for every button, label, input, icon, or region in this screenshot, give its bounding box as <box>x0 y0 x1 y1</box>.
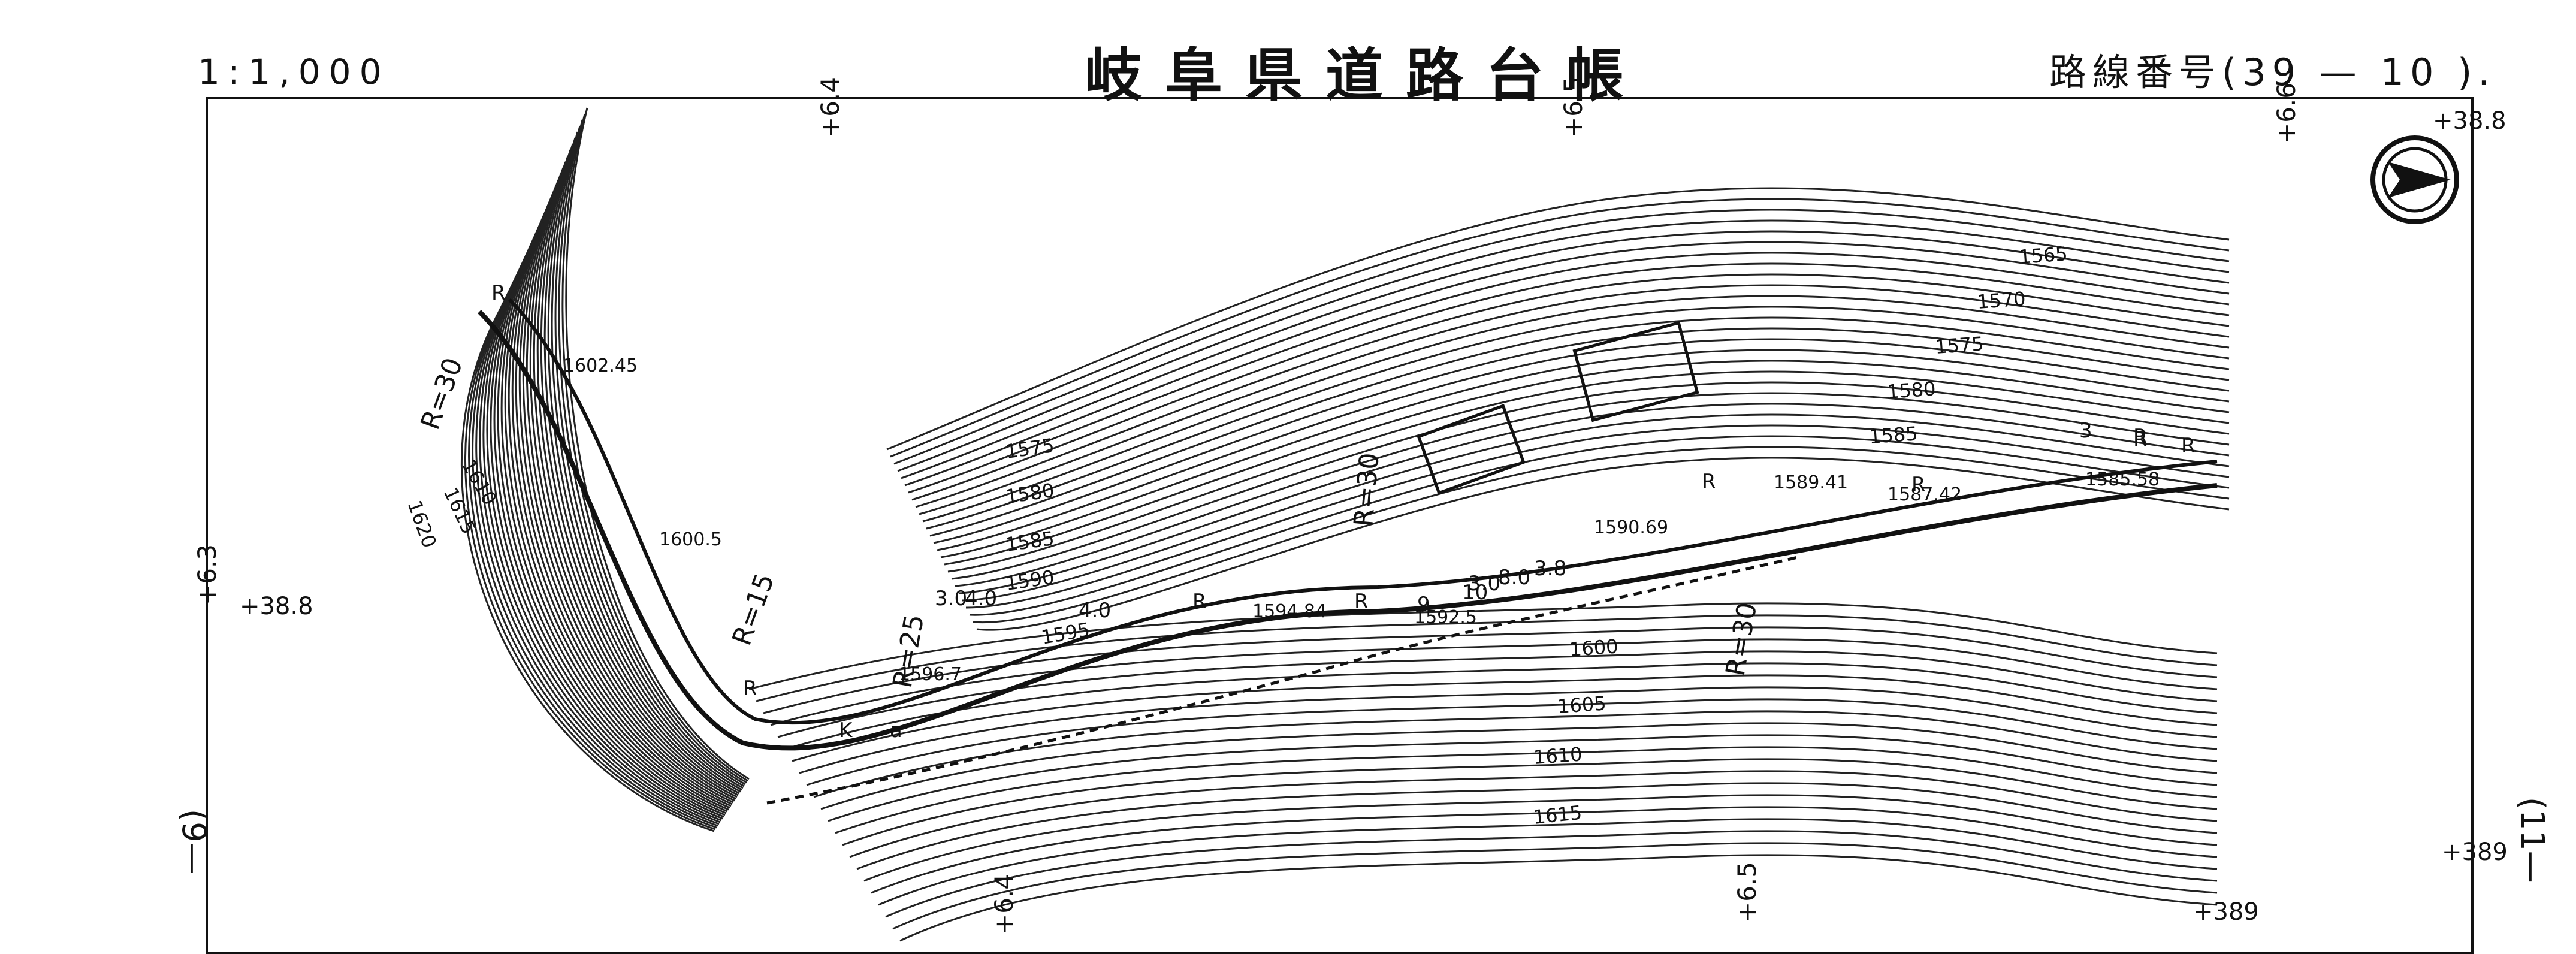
curve-radius-label: R=30 <box>415 354 469 433</box>
contour-label: 1580 <box>1886 377 1937 403</box>
distance-mark-label: +389 <box>2442 838 2508 866</box>
road-alignment <box>478 298 2218 805</box>
right-sheet-index: (11— <box>2514 797 2551 883</box>
station-mark-label: +6.4 <box>989 874 1019 935</box>
spot-height-label: 1602.45 <box>563 355 638 376</box>
curve-radius-label: R=15 <box>726 569 780 649</box>
road-mark-label: R <box>491 281 506 305</box>
contour-label: 1610 <box>1533 742 1583 769</box>
road-mark-label: R <box>1192 590 1207 614</box>
station-mark-label: +6.6 <box>2272 83 2301 144</box>
spot-height-label: 1594.84 <box>1252 601 1327 622</box>
spot-height-label: 1590.69 <box>1594 517 1668 538</box>
road-mark-label: 10 <box>1462 581 1488 605</box>
contour-label: 1585 <box>1868 422 1919 448</box>
road-mark-label: R <box>743 677 757 701</box>
route-number: 路線番号(39 — 10 ). <box>2049 50 2496 94</box>
road-mark-label: R <box>2181 434 2196 458</box>
map-scale: 1:1,000 <box>198 52 390 92</box>
road-mark-label: R <box>2133 425 2148 449</box>
spot-height-label: 1596.7 <box>899 664 962 685</box>
contour-label: 1615 <box>1532 801 1583 829</box>
road-mark-label: 3.0 <box>1468 572 1500 596</box>
road-mark-label: R <box>1354 590 1369 614</box>
contour-label: 1565 <box>2018 242 2068 268</box>
curve-radius-label: R=30 <box>1348 452 1385 528</box>
contour-label: 1590 <box>1004 566 1056 595</box>
road-mark-label: 9 <box>1417 593 1430 617</box>
road-mark-label: R <box>1702 470 1716 494</box>
road-mark-label: 3.0 <box>935 587 967 611</box>
road-mark-label: 3.8 <box>1534 557 1566 581</box>
curve-radius-label: R=30 <box>1720 600 1763 678</box>
contour-label: 1570 <box>1976 287 2027 313</box>
road-mark-label: a <box>890 718 902 742</box>
contour-label: 1600 <box>1569 635 1619 661</box>
contour-label: 1575 <box>1004 434 1056 463</box>
spot-height-label: 1589.41 <box>1774 472 1848 493</box>
building-block <box>1417 404 1526 495</box>
contour-label: 1620 <box>403 497 441 551</box>
distance-mark-label: +389 <box>2193 898 2259 926</box>
contour-label: 1575 <box>1934 332 1985 358</box>
road-mark-label: 4.0 <box>1079 599 1111 623</box>
road-mark-label: 3 <box>2079 419 2092 443</box>
station-mark-label: +6.4 <box>816 77 845 138</box>
road-mark-label: K <box>839 718 853 742</box>
spot-height-label: 1592.5 <box>1414 607 1477 628</box>
spot-height-label: 1600.5 <box>659 529 722 550</box>
building-block <box>1572 321 1699 422</box>
road-mark-label: R <box>2133 428 2148 452</box>
contour-lines <box>460 107 2230 942</box>
compass-arrow-icon <box>2388 162 2451 198</box>
station-mark-label: +6.5 <box>1732 862 1762 923</box>
distance-mark-label: +38.8 <box>240 593 313 620</box>
station-mark-label: +6.3 <box>192 544 222 605</box>
north-arrow <box>2370 135 2459 224</box>
left-sheet-index: (9— <box>175 809 213 875</box>
road-mark-label: R <box>1911 473 1926 497</box>
road-mark-label: 4.0 <box>965 587 997 611</box>
distance-mark-label: +38.8 <box>2433 107 2506 135</box>
contour-label: 1605 <box>1557 692 1607 718</box>
road-mark-label: 8.0 <box>1498 566 1530 590</box>
station-mark-label: +6.5 <box>1559 77 1588 138</box>
spot-height-label: 1585.58 <box>2085 469 2160 490</box>
spot-height-label: 1587.42 <box>1888 484 1962 505</box>
